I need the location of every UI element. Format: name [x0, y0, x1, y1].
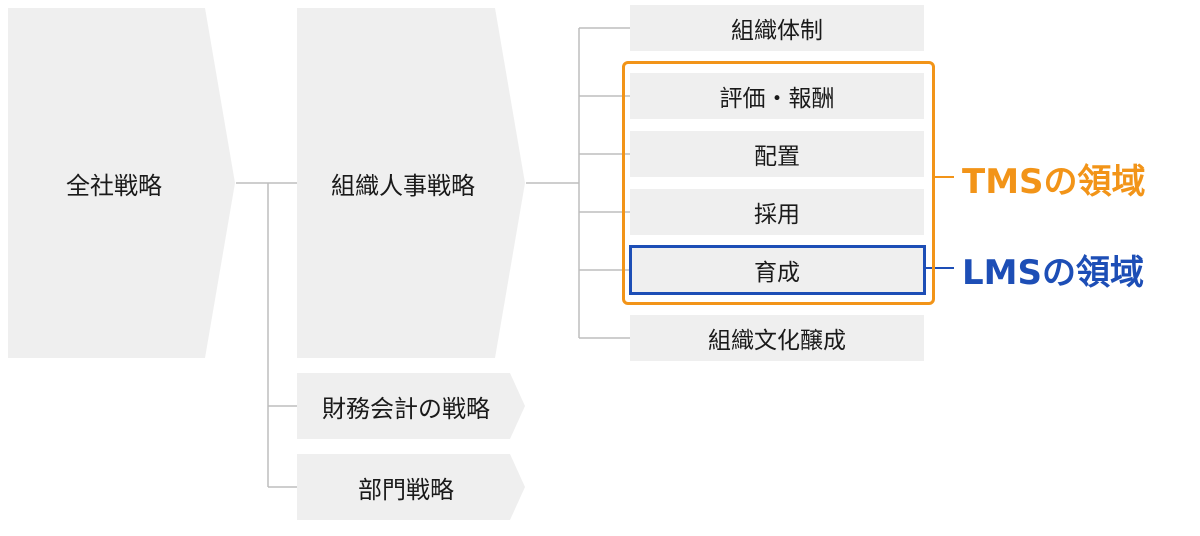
hr-item-org-culture: 組織文化醸成 — [630, 315, 924, 361]
tag-connectors — [925, 176, 954, 269]
tms-area-label: TMSの領域 — [962, 162, 1146, 202]
hr-strategy-label: 組織人事戦略 — [331, 171, 475, 200]
lms-area-label: LMSの領域 — [962, 253, 1144, 293]
hr-item-recruitment: 採用 — [630, 189, 924, 235]
department-strategy-chevron — [297, 454, 525, 520]
finance-strategy-chevron — [297, 373, 525, 439]
tms-highlight-frame — [622, 61, 935, 305]
hr-strategy-chevron — [297, 8, 525, 358]
department-strategy-label: 部門戦略 — [358, 475, 454, 504]
company-connectors — [236, 182, 297, 488]
hr-connectors — [526, 27, 630, 339]
hr-item-evaluation-compensation: 評価・報酬 — [630, 73, 924, 119]
company-strategy-label: 全社戦略 — [66, 171, 162, 200]
hr-item-development: 育成 — [630, 247, 924, 293]
lms-highlight-frame — [629, 245, 926, 295]
company-strategy-chevron — [8, 8, 235, 358]
hr-item-org-structure: 組織体制 — [630, 5, 924, 51]
finance-strategy-label: 財務会計の戦略 — [322, 394, 490, 423]
hr-item-placement: 配置 — [630, 131, 924, 177]
